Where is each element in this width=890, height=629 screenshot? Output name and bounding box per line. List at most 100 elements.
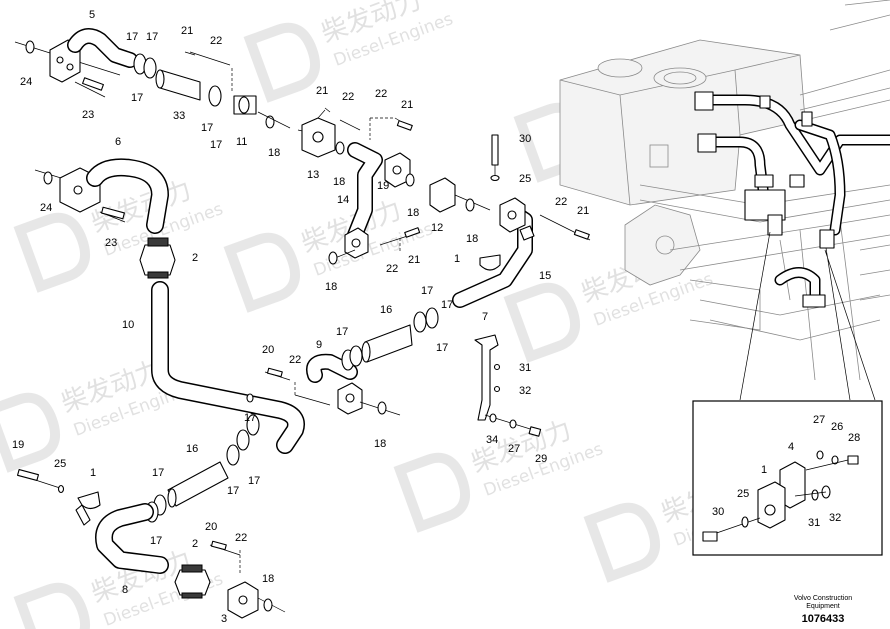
callout-17: 17 [248,475,260,487]
callout-22: 22 [235,532,247,544]
callout-22: 22 [386,263,398,275]
watermark-logo-icon [583,502,660,583]
callout-7: 7 [482,311,488,323]
callout-18: 18 [374,438,386,450]
callout-10: 10 [122,319,134,331]
detail-callout-1: 1 [761,464,767,476]
callout-15: 15 [539,270,551,282]
callout-17: 17 [336,326,348,338]
callout-17: 17 [126,31,138,43]
callout-17: 17 [152,467,164,479]
callout-13: 13 [307,169,319,181]
clamp-17-center-c [413,311,427,333]
callout-3: 3 [221,613,227,625]
callout-2: 2 [192,538,198,550]
bolt-23-mid [101,206,125,220]
detail-callout-30: 30 [712,506,724,518]
watermark-logo-icon [13,212,90,293]
callout-11: 11 [236,136,247,148]
footer-company-line2: Equipment [806,603,840,610]
callout-16: 16 [186,443,198,455]
callout-1: 1 [454,253,460,265]
callout-29: 29 [535,453,547,465]
detail-callout-32: 32 [829,512,841,524]
callout-16: 16 [380,304,392,316]
callout-24: 24 [40,202,52,214]
connector-12 [429,177,456,213]
o-ring-18-e [328,251,338,265]
callout-18: 18 [466,233,478,245]
callout-24: 24 [20,76,32,88]
callout-2: 2 [192,252,198,264]
detail-callout-28: 28 [848,432,860,444]
callout-22: 22 [342,91,354,103]
drawing-footer: Volvo Construction Equipment 1076433 [794,595,852,625]
callout-22: 22 [555,196,567,208]
left-hose-assembly [34,158,331,454]
o-ring-18-d [465,198,475,212]
clamp-detail-inset [692,400,883,556]
detail-callout-25: 25 [737,488,749,500]
o-ring-18-f [377,401,387,415]
callout-23: 23 [105,237,117,249]
callout-21: 21 [577,205,589,217]
callout-22: 22 [375,88,387,100]
watermark-logo-icon [0,392,60,473]
callout-18: 18 [333,176,345,188]
callout-8: 8 [122,584,128,596]
footer-company-line1: Volvo Construction [794,595,852,602]
clamp-1-center [479,254,501,271]
clamp-17-center-d [425,307,439,329]
callout-17: 17 [244,412,256,424]
machine-frame-illustration [559,0,890,401]
drawing-number: 1076433 [802,613,845,625]
callout-23: 23 [82,109,94,121]
callout-17: 17 [436,342,448,354]
callout-17: 17 [227,485,239,497]
bolt-19 [17,468,39,482]
callout-17: 17 [441,299,453,311]
clamp-17-lower-a [246,414,260,436]
callout-25: 25 [519,173,531,185]
callout-27: 27 [508,443,520,455]
callout-17: 17 [146,31,158,43]
detail-callout-31: 31 [808,517,820,529]
callout-30: 30 [519,133,531,145]
watermark-logo-icon [223,232,300,313]
callout-22: 22 [289,354,301,366]
callout-19: 19 [377,180,389,192]
upper-hose-assembly [14,28,491,265]
callout-12: 12 [431,222,443,234]
hose-33 [159,69,201,101]
detail-bolt-30 [702,531,718,542]
bracket-7 [474,334,499,421]
callout-18: 18 [407,207,419,219]
clamp-17-mid [208,85,222,107]
watermark-logo-icon [243,22,320,103]
watermark-logo-icon [503,282,580,363]
callout-22: 22 [210,35,222,47]
callout-5: 5 [89,9,95,21]
bolt-23-top [82,77,104,91]
callout-19: 19 [12,439,24,451]
callout-9: 9 [316,339,322,351]
clamp-17-lower-b [236,429,250,451]
detail-callout-27: 27 [813,414,825,426]
clamp-2-mid [139,244,176,276]
callout-17: 17 [421,285,433,297]
callout-17: 17 [150,535,162,547]
callout-20: 20 [205,521,217,533]
center-hose-assembly [306,134,591,437]
clamp-17-top-b [143,57,157,79]
callout-21: 21 [401,99,413,111]
callout-32: 32 [519,385,531,397]
callout-labels: 5 17 17 21 22 24 17 23 33 17 17 11 18 21… [12,9,860,625]
hose-16-lower [167,461,229,507]
callout-33: 33 [173,110,185,122]
detail-callout-26: 26 [831,421,843,433]
callout-18: 18 [325,281,337,293]
lower-hose-assembly [17,414,286,619]
clamp-17-center-b [349,345,363,367]
